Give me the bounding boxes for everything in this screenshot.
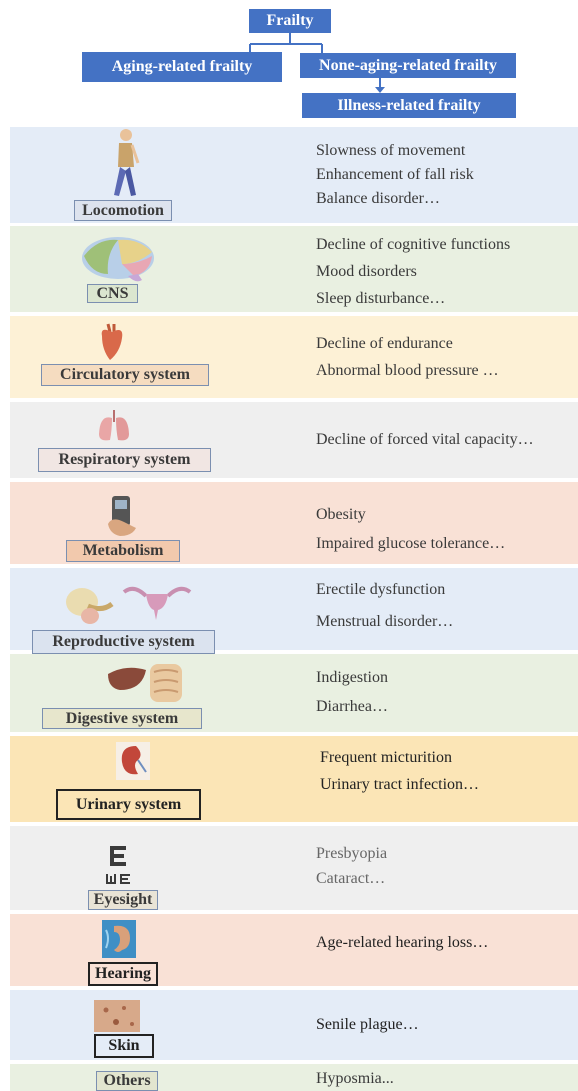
label-digestive: Digestive system [42, 708, 202, 729]
aging-frailty-label: Aging-related frailty [112, 58, 253, 76]
symptom-text: Presbyopia [316, 845, 387, 863]
band-urinary: Urinary system Frequent micturition Urin… [10, 736, 578, 822]
symptom-text: Hyposmia... [316, 1070, 394, 1088]
label-locomotion-text: Locomotion [82, 202, 164, 220]
symptom-text: Menstrual disorder… [316, 613, 453, 631]
band-skin: Skin Senile plague… [10, 990, 578, 1060]
eye-chart-icon [104, 844, 134, 886]
symptom-text: Urinary tract infection… [320, 776, 479, 794]
symptom-text: Sleep disturbance… [316, 290, 445, 308]
band-reproductive: Reproductive system Erectile dysfunction… [10, 568, 578, 650]
symptom-text: Slowness of movement [316, 142, 465, 160]
band-locomotion: Locomotion Slowness of movement Enhancem… [10, 127, 578, 223]
digestive-organs-icon [106, 660, 188, 706]
uterus-icon [120, 582, 194, 622]
label-respiratory: Respiratory system [38, 448, 211, 472]
label-locomotion: Locomotion [74, 200, 172, 221]
symptom-text: Decline of endurance [316, 335, 453, 353]
symptom-text: Indigestion [316, 669, 388, 687]
band-digestive: Digestive system Indigestion Diarrhea… [10, 654, 578, 732]
band-respiratory: Respiratory system Decline of forced vit… [10, 402, 578, 478]
symptom-text: Age-related hearing loss… [316, 934, 488, 952]
symptom-text: Abnormal blood pressure … [316, 362, 499, 380]
symptom-text: Diarrhea… [316, 698, 388, 716]
label-cns-text: CNS [96, 285, 128, 303]
band-hearing: Hearing Age-related hearing loss… [10, 914, 578, 986]
symptom-text: Decline of forced vital capacity… [316, 431, 534, 449]
illness-frailty-label: Illness-related frailty [337, 97, 480, 115]
nonaging-frailty-box: None-aging-related frailty [300, 53, 516, 78]
glucose-meter-icon [106, 494, 140, 538]
ear-icon [102, 920, 136, 958]
symptom-text: Obesity [316, 506, 366, 524]
label-reproductive-text: Reproductive system [52, 633, 194, 651]
walking-person-icon [106, 127, 146, 199]
symptom-text: Frequent micturition [320, 749, 452, 767]
skin-texture-icon [94, 1000, 140, 1032]
label-others-text: Others [103, 1072, 150, 1090]
symptom-text: Enhancement of fall risk [316, 166, 474, 184]
symptom-text: Impaired glucose tolerance… [316, 535, 505, 553]
label-circulatory-text: Circulatory system [60, 366, 190, 384]
label-circulatory: Circulatory system [41, 364, 209, 386]
label-hearing-text: Hearing [95, 965, 151, 983]
kidney-icon [116, 742, 150, 780]
symptom-text: Cataract… [316, 870, 385, 888]
label-urinary: Urinary system [56, 789, 201, 820]
band-others: Others Hyposmia... [10, 1064, 578, 1091]
label-metabolism: Metabolism [66, 540, 180, 562]
symptom-text: Mood disorders [316, 263, 417, 281]
male-reproductive-icon [62, 582, 118, 630]
label-metabolism-text: Metabolism [83, 542, 164, 560]
label-reproductive: Reproductive system [32, 630, 215, 654]
symptom-text: Balance disorder… [316, 190, 440, 208]
label-digestive-text: Digestive system [66, 710, 178, 728]
label-others: Others [96, 1071, 158, 1091]
aging-frailty-box: Aging-related frailty [82, 52, 282, 82]
label-cns: CNS [87, 284, 138, 303]
heart-icon [98, 322, 126, 362]
illness-frailty-box: Illness-related frailty [302, 93, 516, 118]
lungs-icon [96, 408, 132, 444]
label-skin-text: Skin [108, 1037, 139, 1055]
nonaging-frailty-label: None-aging-related frailty [319, 57, 497, 75]
band-circulatory: Circulatory system Decline of endurance … [10, 316, 578, 398]
band-cns: CNS Decline of cognitive functions Mood … [10, 226, 578, 312]
symptom-text: Decline of cognitive functions [316, 236, 510, 254]
label-urinary-text: Urinary system [76, 796, 181, 814]
label-skin: Skin [94, 1034, 154, 1058]
band-eyesight: Eyesight Presbyopia Cataract… [10, 826, 578, 910]
label-respiratory-text: Respiratory system [59, 451, 191, 469]
symptom-text: Senile plague… [316, 1016, 419, 1034]
label-eyesight-text: Eyesight [94, 891, 153, 909]
label-hearing: Hearing [88, 962, 158, 986]
symptom-text: Erectile dysfunction [316, 581, 445, 599]
band-metabolism: Metabolism Obesity Impaired glucose tole… [10, 482, 578, 564]
brain-icon [78, 234, 158, 286]
label-eyesight: Eyesight [88, 890, 158, 910]
